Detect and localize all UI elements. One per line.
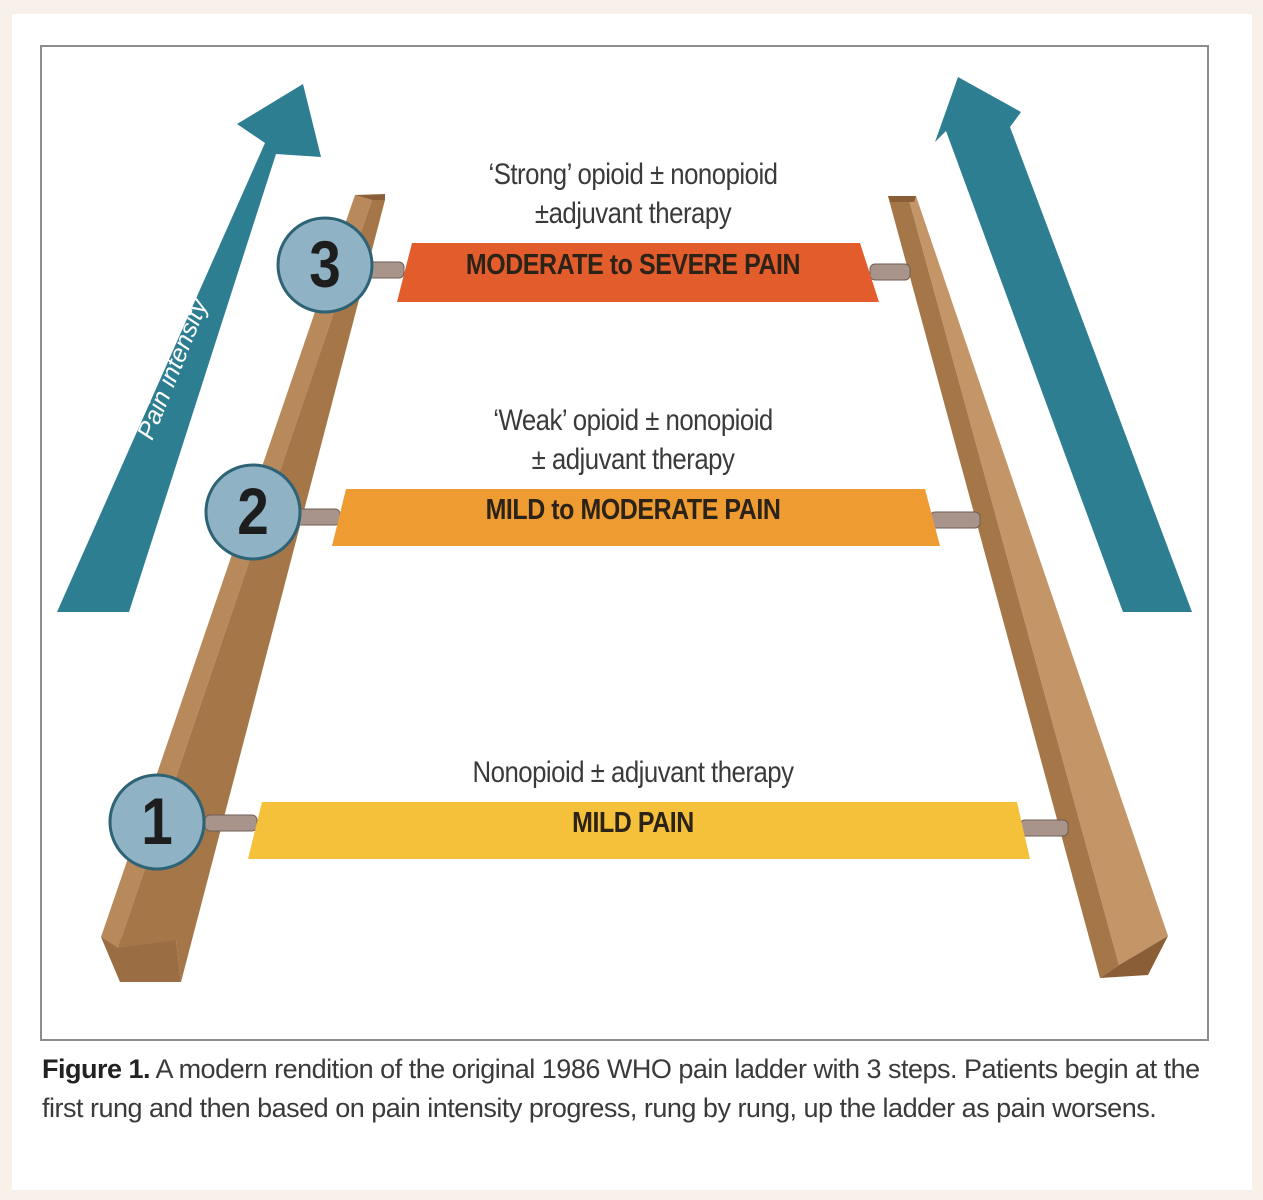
therapy-line: ±adjuvant therapy <box>534 197 732 230</box>
caption-label: Figure 1. <box>42 1054 151 1084</box>
therapy-line: Nonopioid ± adjuvant therapy <box>472 756 794 789</box>
therapy-text-step-1: Nonopioid ± adjuvant therapy <box>418 753 848 792</box>
therapy-line: ‘Strong’ opioid ± nonopioid <box>488 158 778 191</box>
figure-caption: Figure 1. A modern rendition of the orig… <box>42 1050 1232 1128</box>
rung-band-2 <box>332 489 940 546</box>
therapy-line: ‘Weak’ opioid ± nonopioid <box>493 404 773 437</box>
caption-text: A modern rendition of the original 1986 … <box>42 1054 1200 1123</box>
pain-label-step-3: MODERATE to SEVERE PAIN <box>465 249 801 281</box>
pain-intensity-arrow-left <box>57 84 321 612</box>
pain-label-step-1: MILD PAIN <box>572 807 694 839</box>
therapy-text-step-3: ‘Strong’ opioid ± nonopioid ±adjuvant th… <box>418 155 848 233</box>
therapy-line: ± adjuvant therapy <box>531 443 735 476</box>
pain-label-step-2: MILD to MODERATE PAIN <box>485 494 781 526</box>
rung-band-1 <box>248 802 1030 859</box>
step-number-1: 1 <box>141 784 173 858</box>
therapy-text-step-2: ‘Weak’ opioid ± nonopioid ± adjuvant the… <box>418 401 848 479</box>
step-number-3: 3 <box>309 227 341 301</box>
ladder-rail-right <box>888 196 1168 978</box>
pain-intensity-arrow-right <box>935 77 1192 612</box>
step-circle-1 <box>108 773 206 871</box>
step-number-2: 2 <box>237 474 269 548</box>
step-circle-3 <box>276 216 374 314</box>
step-circle-2 <box>204 463 302 561</box>
rung-pegs <box>204 261 1069 837</box>
rung-band-3 <box>397 243 879 302</box>
